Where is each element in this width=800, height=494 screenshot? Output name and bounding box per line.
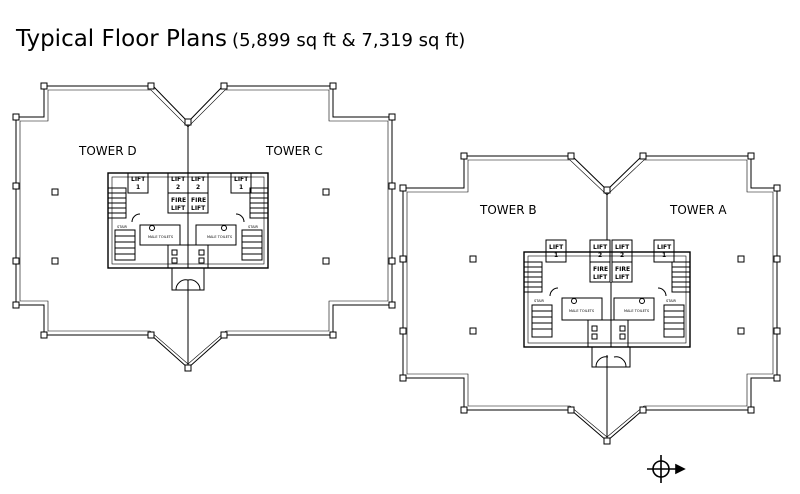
svg-text:FIRE: FIRE bbox=[615, 266, 630, 273]
north-arrow-icon bbox=[647, 455, 686, 483]
svg-text:FIRE: FIRE bbox=[171, 197, 186, 204]
core-left-labels: LIFT 1 LIFT 2 LIFT 2 LIFT 1 FIRE LIFT FI… bbox=[117, 176, 259, 239]
svg-text:STAIR: STAIR bbox=[534, 299, 545, 303]
floor-plan-left bbox=[12, 82, 396, 372]
svg-text:MALE TOILETS: MALE TOILETS bbox=[207, 235, 233, 239]
tower-d-label: TOWER D bbox=[78, 144, 137, 158]
svg-text:2: 2 bbox=[176, 184, 180, 191]
svg-text:MALE TOILETS: MALE TOILETS bbox=[148, 235, 174, 239]
page-title: Typical Floor Plans (5,899 sq ft & 7,319… bbox=[16, 26, 465, 52]
tower-a-label: TOWER A bbox=[669, 203, 727, 217]
svg-text:LIFT: LIFT bbox=[191, 176, 206, 183]
svg-text:1: 1 bbox=[662, 252, 666, 259]
svg-text:LIFT: LIFT bbox=[615, 244, 630, 251]
svg-text:2: 2 bbox=[196, 184, 200, 191]
floor-plan-right bbox=[399, 152, 781, 445]
svg-text:MALE TOILETS: MALE TOILETS bbox=[569, 309, 595, 313]
tower-b-label: TOWER B bbox=[479, 203, 537, 217]
core-right bbox=[523, 239, 691, 368]
svg-text:LIFT: LIFT bbox=[171, 176, 186, 183]
svg-text:STAIR: STAIR bbox=[666, 299, 677, 303]
svg-text:LIFT: LIFT bbox=[131, 176, 146, 183]
svg-text:MALE TOILETS: MALE TOILETS bbox=[624, 309, 650, 313]
svg-text:LIFT: LIFT bbox=[615, 274, 630, 281]
svg-text:2: 2 bbox=[620, 252, 624, 259]
svg-text:LIFT: LIFT bbox=[191, 205, 206, 212]
svg-text:LIFT: LIFT bbox=[549, 244, 564, 251]
svg-text:STAIR: STAIR bbox=[117, 225, 128, 229]
svg-text:LIFT: LIFT bbox=[593, 274, 608, 281]
svg-text:FIRE: FIRE bbox=[593, 266, 608, 273]
svg-text:FIRE: FIRE bbox=[191, 197, 206, 204]
tower-c-label: TOWER C bbox=[265, 144, 323, 158]
svg-text:STAIR: STAIR bbox=[248, 225, 259, 229]
svg-text:1: 1 bbox=[554, 252, 558, 259]
svg-text:2: 2 bbox=[598, 252, 602, 259]
svg-text:1: 1 bbox=[239, 184, 243, 191]
core-right-labels: LIFT 1 LIFT 2 LIFT 2 LIFT 1 FIRE LIFT FI… bbox=[534, 244, 677, 313]
title-main: Typical Floor Plans bbox=[16, 26, 227, 52]
svg-text:LIFT: LIFT bbox=[593, 244, 608, 251]
svg-text:LIFT: LIFT bbox=[657, 244, 672, 251]
plan-left-outline bbox=[15, 85, 393, 369]
svg-text:LIFT: LIFT bbox=[234, 176, 249, 183]
svg-text:1: 1 bbox=[136, 184, 140, 191]
svg-text:LIFT: LIFT bbox=[171, 205, 186, 212]
core-left bbox=[107, 172, 269, 291]
title-sub: (5,899 sq ft & 7,319 sq ft) bbox=[232, 30, 466, 51]
